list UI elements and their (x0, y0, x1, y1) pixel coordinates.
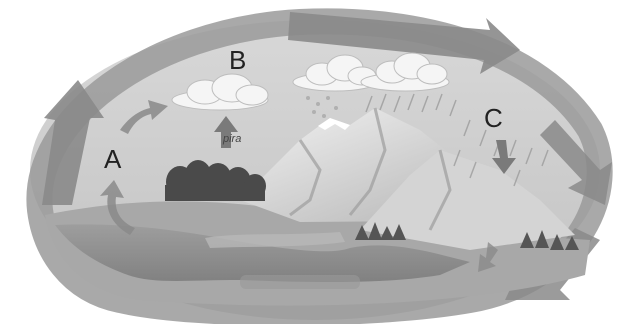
water-reflection (240, 275, 360, 289)
label-pira: pira (223, 133, 241, 145)
label-c: C (484, 105, 503, 131)
label-a: A (104, 146, 121, 172)
label-b: B (229, 47, 246, 73)
